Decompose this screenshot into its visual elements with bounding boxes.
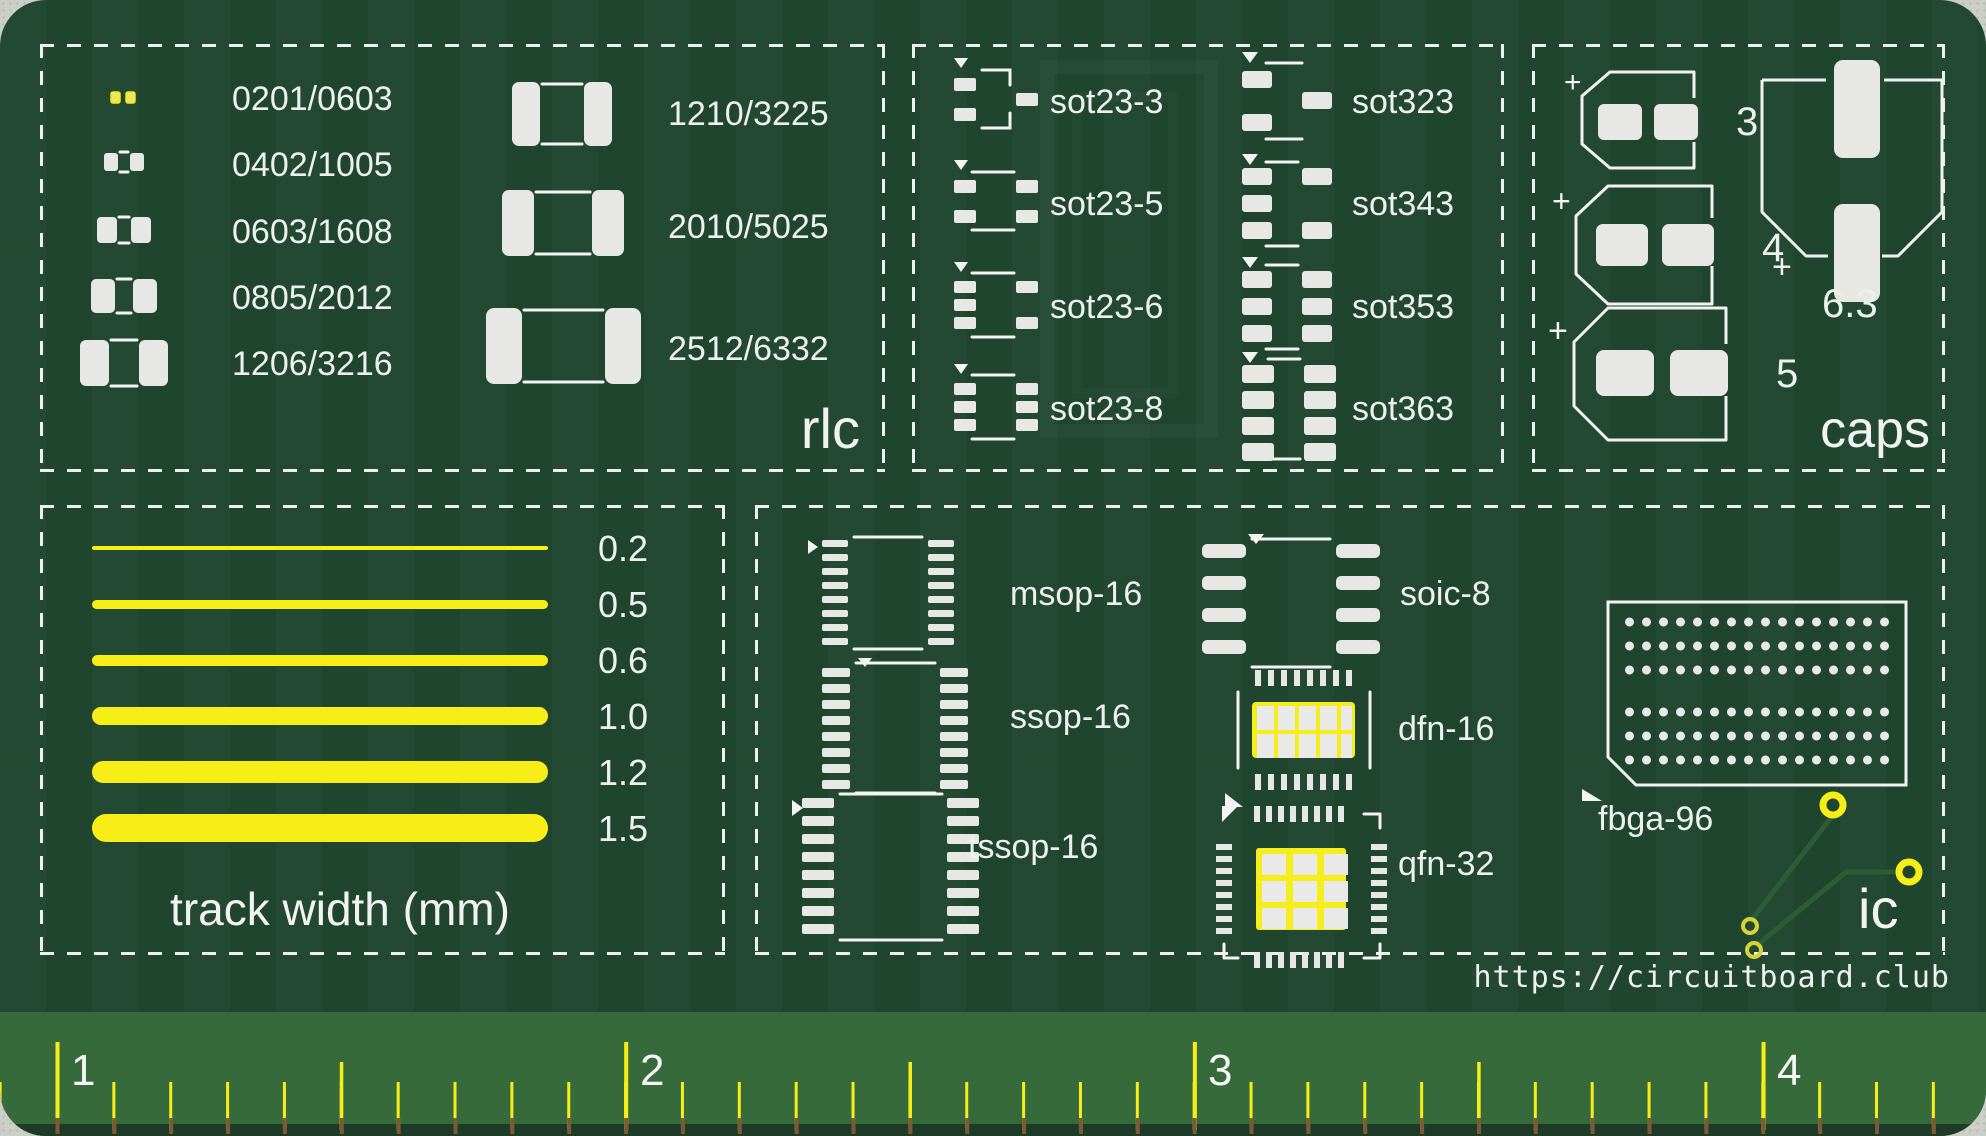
ruler-number-4: 4	[1777, 1046, 1802, 1095]
fbga-ball-grid-bottom	[1621, 700, 1894, 772]
footprint-0402	[104, 150, 144, 174]
ruler-number-1: 1	[71, 1046, 96, 1095]
fbga-ball-grid-top	[1621, 610, 1894, 682]
via-traces	[1741, 791, 1923, 959]
ic-label-ssop-16: ssop-16	[1010, 698, 1131, 736]
sot-label-sot363: sot363	[1352, 390, 1455, 428]
sot-label-sot23-8: sot23-8	[1050, 390, 1164, 428]
footprint-0805	[91, 277, 157, 315]
footprint-0603	[97, 215, 151, 245]
via-small-icon	[1741, 917, 1759, 935]
rlc-label-0201: 0201/0603	[232, 80, 393, 118]
rlc-title: rlc	[800, 397, 860, 460]
footprint-sot323	[1242, 52, 1332, 141]
cap-label-3: 3	[1736, 100, 1759, 144]
site-url: https://circuitboard.club	[1473, 960, 1950, 995]
track-label-1-2: 1.2	[598, 752, 649, 793]
sot-label-sot323: sot323	[1352, 83, 1455, 121]
sot-label-sot23-5: sot23-5	[1050, 185, 1164, 223]
footprint-tssop-16	[792, 792, 979, 942]
rlc-label-1210: 1210/3225	[668, 95, 829, 133]
track-bar-0-6	[92, 655, 548, 666]
dfn-pin1-marker-icon	[1225, 793, 1243, 807]
footprint-sot23-3	[954, 58, 1038, 130]
rlc-label-2010: 2010/5025	[668, 208, 829, 246]
ruler-tick-tips	[0, 1118, 1986, 1134]
sot-label-sot343: sot343	[1352, 185, 1455, 223]
footprint-sot23-6	[954, 262, 1038, 339]
svg-text:+: +	[1548, 312, 1568, 350]
cap-label-4: 4	[1762, 226, 1785, 270]
track-bar-1-2	[92, 761, 548, 783]
rlc-label-1206: 1206/3216	[232, 345, 393, 383]
footprint-msop-16	[808, 535, 954, 651]
ic-label-qfn-32: qfn-32	[1398, 845, 1495, 883]
footprint-cap-4: +	[1552, 183, 1714, 306]
panel-track-width	[40, 505, 725, 955]
footprint-dfn-16	[1236, 670, 1372, 790]
track-bar-0-5	[92, 600, 548, 609]
svg-text:+: +	[1772, 248, 1792, 286]
panel-rlc	[40, 44, 885, 472]
ic-label-fbga-96: fbga-96	[1598, 800, 1714, 838]
footprint-cap-5: +	[1548, 306, 1728, 442]
footprint-qfn-32	[1216, 806, 1387, 968]
cap-label-6-3: 6.3	[1822, 282, 1878, 326]
track-label-1-5: 1.5	[598, 808, 649, 849]
svg-text:+: +	[1552, 183, 1571, 219]
footprint-sot353	[1242, 257, 1332, 351]
footprint-sot23-8	[954, 364, 1038, 441]
footprint-cap-6-3: +	[1760, 60, 1944, 302]
track-bar-1-0	[92, 707, 548, 725]
rlc-label-0603: 0603/1608	[232, 213, 393, 251]
footprint-1206	[80, 338, 168, 388]
fbga-pin1-marker-icon	[1582, 789, 1602, 801]
ic-label-soic-8: soic-8	[1400, 575, 1491, 613]
ruler-ticks-major	[0, 1042, 1986, 1130]
track-label-0-5: 0.5	[598, 584, 649, 625]
footprint-fbga-96	[1602, 596, 1912, 791]
footprint-sot363	[1242, 352, 1336, 461]
footprint-0201	[110, 91, 136, 104]
ruler-number-2: 2	[640, 1046, 665, 1095]
footprint-cap-3: +	[1564, 66, 1698, 170]
track-width-title: track width (mm)	[170, 883, 510, 935]
rlc-label-0402: 0402/1005	[232, 146, 393, 184]
fbga-outline	[1606, 600, 1908, 787]
footprint-sot343	[1242, 154, 1332, 248]
via-small-icon	[1745, 941, 1763, 959]
cap-label-5: 5	[1776, 352, 1799, 396]
track-bar-0-2	[92, 546, 548, 550]
sot-label-sot23-6: sot23-6	[1050, 288, 1164, 326]
via-icon	[1819, 791, 1847, 819]
rlc-label-0805: 0805/2012	[232, 279, 393, 317]
footprint-soic-8	[1202, 534, 1380, 669]
track-label-0-6: 0.6	[598, 640, 649, 681]
track-label-0-2: 0.2	[598, 528, 649, 569]
footprint-1210	[512, 82, 612, 146]
track-bar-1-5	[92, 814, 548, 842]
footprint-2010	[502, 190, 624, 256]
footprint-2512	[486, 308, 641, 384]
ic-label-msop-16: msop-16	[1010, 575, 1143, 613]
ruler: 1 2 3 4	[0, 1012, 1986, 1136]
ic-title: ic	[1858, 877, 1899, 940]
sot-label-sot353: sot353	[1352, 288, 1455, 326]
rlc-label-2512: 2512/6332	[668, 330, 829, 368]
ic-label-tssop-16: tssop-16	[968, 828, 1099, 866]
ic-label-dfn-16: dfn-16	[1398, 710, 1495, 748]
svg-text:+: +	[1564, 66, 1582, 99]
footprint-sot23-5	[954, 160, 1038, 232]
footprint-ssop-16	[822, 658, 968, 795]
track-label-1-0: 1.0	[598, 696, 649, 737]
via-icon	[1895, 858, 1923, 886]
sot-label-sot23-3: sot23-3	[1050, 83, 1164, 121]
caps-title: caps	[1820, 401, 1930, 459]
ruler-number-3: 3	[1208, 1046, 1233, 1095]
